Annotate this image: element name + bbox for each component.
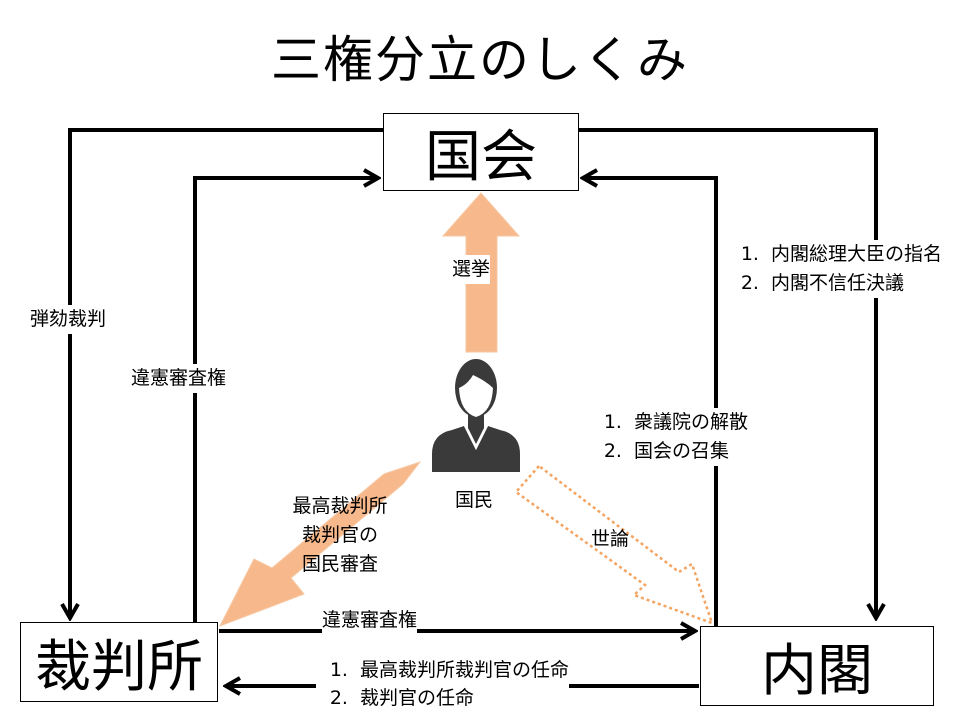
- node-saibansho-label: 裁判所: [35, 634, 203, 700]
- node-naikaku-label: 内閣: [761, 638, 873, 704]
- person-icon: [430, 354, 522, 476]
- label-popular-review: 最高裁判所 裁判官の 国民審査: [278, 492, 402, 579]
- arrow-popular-review: [218, 461, 422, 627]
- cabinet-to-diet-item-1: 衆議院の解散: [628, 408, 748, 437]
- label-popular-review-line-1: 最高裁判所: [292, 495, 388, 517]
- label-impeachment: 弾劾裁判: [30, 305, 107, 334]
- arrow-impeachment: [70, 128, 385, 618]
- label-cabinet-to-court: 最高裁判所裁判官の任命 裁判官の任命: [316, 656, 570, 712]
- label-judicial-review-left: 違憲審査権: [131, 364, 227, 393]
- label-popular-review-line-2: 裁判官の: [301, 524, 378, 546]
- label-public-opinion: 世論: [591, 528, 630, 550]
- cabinet-to-court-item-1: 最高裁判所裁判官の任命: [354, 656, 569, 684]
- node-naikaku: 内閣: [700, 626, 934, 706]
- label-diet-to-cabinet: 内閣総理大臣の指名 内閣不信任決議: [727, 240, 960, 298]
- arrow-diet-to-cabinet: [578, 128, 876, 618]
- arrow-judicial-review-diet: [193, 178, 378, 626]
- node-kokkai: 国会: [383, 113, 579, 191]
- cabinet-to-court-item-2: 裁判官の任命: [354, 684, 569, 712]
- label-popular-review-line-3: 国民審査: [301, 553, 378, 575]
- label-kokumin: 国民: [455, 489, 494, 511]
- arrow-public-opinion: [514, 464, 715, 626]
- cabinet-to-diet-item-2: 国会の召集: [628, 437, 748, 466]
- label-election: 選挙: [452, 255, 491, 284]
- arrow-cabinet-to-diet: [583, 178, 718, 628]
- label-cabinet-to-diet: 衆議院の解散 国会の召集: [590, 408, 749, 466]
- label-judicial-review-bottom: 違憲審査権: [322, 606, 418, 635]
- node-saibansho: 裁判所: [20, 622, 218, 702]
- node-kokkai-label: 国会: [425, 124, 537, 190]
- diet-to-cabinet-item-1: 内閣総理大臣の指名: [765, 240, 960, 269]
- diagram-title: 三権分立のしくみ: [271, 31, 689, 89]
- diet-to-cabinet-item-2: 内閣不信任決議: [765, 269, 960, 298]
